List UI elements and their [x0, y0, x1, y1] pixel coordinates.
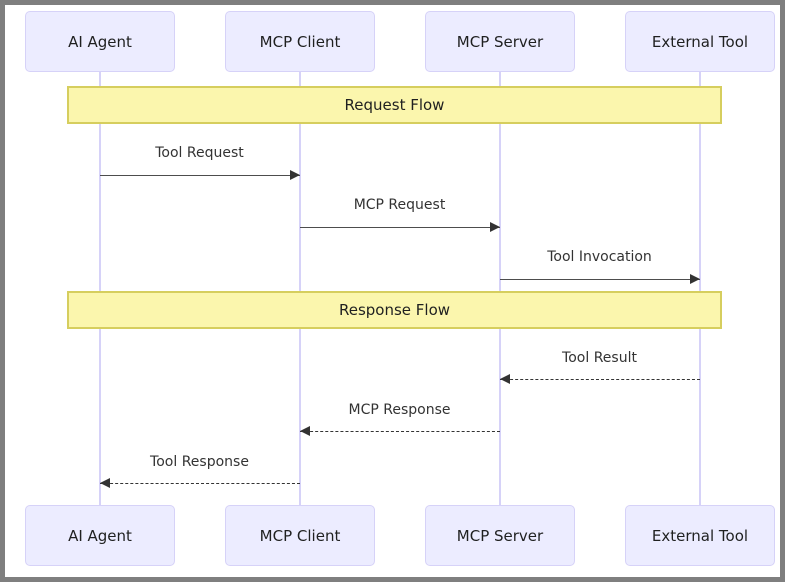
participant-external-tool-bottom[interactable]: External Tool [625, 505, 775, 566]
arrowhead-left-tool-result [499, 374, 510, 384]
message-label-tool-response: Tool Response [150, 454, 249, 470]
participant-ai-agent-top[interactable]: AI Agent [25, 11, 175, 72]
arrowhead-left-tool-response [99, 478, 110, 488]
banner-response-flow: Response Flow [67, 291, 722, 329]
arrowhead-right-tool-invocation [689, 274, 700, 284]
participant-label: External Tool [651, 526, 749, 545]
participant-mcp-client-bottom[interactable]: MCP Client [225, 505, 375, 566]
participant-label: MCP Server [456, 526, 544, 545]
banner-request-flow: Request Flow [67, 86, 722, 124]
arrowhead-left-mcp-response [299, 426, 310, 436]
participant-label: External Tool [651, 32, 749, 51]
message-line-tool-response [99, 483, 300, 484]
participant-ai-agent-bottom[interactable]: AI Agent [25, 505, 175, 566]
participant-external-tool-top[interactable]: External Tool [625, 11, 775, 72]
participant-label: MCP Server [456, 32, 544, 51]
message-line-mcp-response [299, 431, 500, 432]
participant-label: AI Agent [68, 526, 132, 545]
participant-mcp-server-top[interactable]: MCP Server [425, 11, 575, 72]
message-label-tool-invocation: Tool Invocation [547, 249, 652, 265]
message-label-mcp-request: MCP Request [353, 197, 446, 213]
message-line-tool-request [99, 175, 300, 176]
message-line-mcp-request [299, 227, 500, 228]
message-label-mcp-response: MCP Response [348, 402, 451, 418]
message-label-tool-request: Tool Request [155, 145, 244, 161]
message-label-tool-result: Tool Result [562, 350, 637, 366]
message-line-tool-result [499, 379, 700, 380]
arrowhead-right-mcp-request [489, 222, 500, 232]
participant-label: MCP Client [259, 32, 341, 51]
participant-label: MCP Client [259, 526, 341, 545]
participant-mcp-client-top[interactable]: MCP Client [225, 11, 375, 72]
lifeline-mcp-server [498, 72, 501, 505]
banner-label: Request Flow [344, 96, 445, 114]
message-line-tool-invocation [499, 279, 700, 280]
participant-mcp-server-bottom[interactable]: MCP Server [425, 505, 575, 566]
banner-label: Response Flow [338, 301, 451, 319]
arrowhead-right-tool-request [289, 170, 300, 180]
lifeline-ai-agent [98, 72, 101, 505]
lifeline-mcp-client [298, 72, 301, 505]
participant-label: AI Agent [68, 32, 132, 51]
lifeline-external-tool [698, 72, 701, 505]
